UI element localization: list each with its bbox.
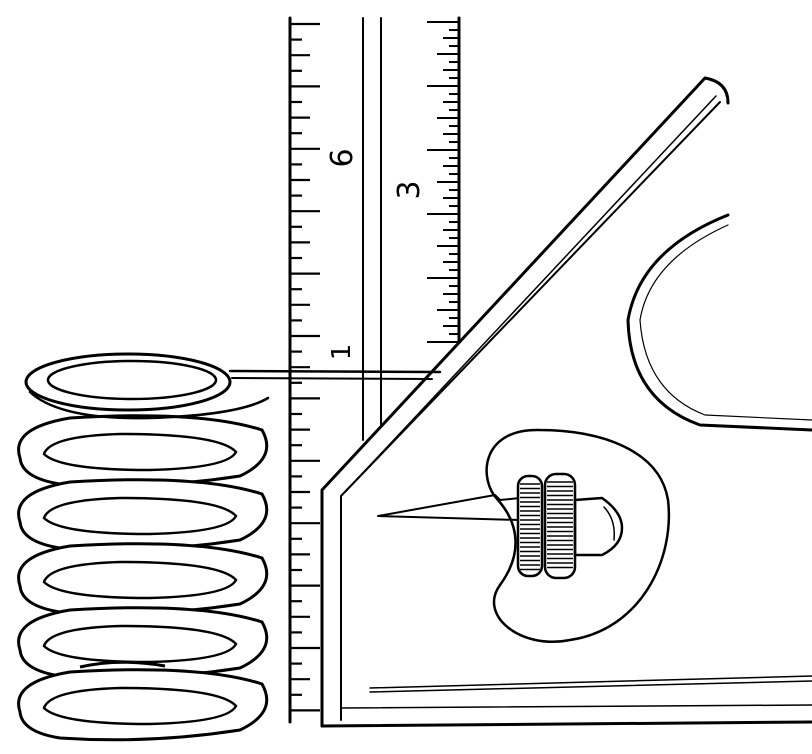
spring-coil xyxy=(17,542,269,616)
left-scale-number-upper: 6 xyxy=(325,148,360,167)
right-scale-ticks xyxy=(427,21,459,343)
square-head-bottom-slot xyxy=(369,675,812,693)
spring-coil-inner xyxy=(42,560,238,600)
right-scale-number: 3 xyxy=(392,180,427,199)
spring-coil-outer xyxy=(17,668,269,742)
square-head-bottom-inner xyxy=(340,704,812,709)
spring-coil-inner xyxy=(42,624,238,664)
spring-coil xyxy=(17,606,269,680)
spring-coil-outer xyxy=(17,478,269,552)
spring-top-ring-thickness xyxy=(28,390,270,420)
left-scale-ticks xyxy=(290,22,320,712)
spring-bottom-hole xyxy=(79,660,166,669)
spring-coil-inner xyxy=(42,686,238,726)
spring-coil-inner xyxy=(42,496,238,536)
nut-knurling xyxy=(520,481,573,571)
spring-coil-outer xyxy=(17,606,269,680)
spring-wire-top-lead xyxy=(228,369,442,374)
spring-coils xyxy=(17,414,269,742)
square-head-bevel-line-2 xyxy=(344,95,717,493)
spring-coil xyxy=(17,478,269,552)
scribe-pointer xyxy=(377,494,521,521)
square-head-outer-edge xyxy=(320,76,730,728)
spring-top-ring-inner xyxy=(46,359,218,401)
spring-wire-top-lead-lower xyxy=(231,377,433,380)
coil-spring xyxy=(17,352,442,742)
spring-coil-outer xyxy=(17,414,269,488)
left-scale-number-lower: 1 xyxy=(327,344,357,361)
knurled-lock-nut xyxy=(516,472,624,580)
nut-stem xyxy=(573,496,624,557)
spring-top-ring-outer xyxy=(24,352,232,412)
ruler-blade: 6 1 3 xyxy=(288,16,461,724)
square-head-arc-cutout xyxy=(626,213,812,432)
spring-coil xyxy=(17,414,269,488)
spring-coil-outer xyxy=(17,542,269,616)
nut-stem-highlight xyxy=(603,506,616,541)
square-head-bevel-line xyxy=(340,101,721,721)
square-head-bottom-edge xyxy=(320,720,812,728)
square-head-fill xyxy=(322,78,812,726)
square-head-arc-cutout-inner xyxy=(639,224,812,421)
combination-square-head xyxy=(320,76,812,728)
spring-coil-inner xyxy=(42,432,238,472)
spring-coil xyxy=(17,668,269,742)
